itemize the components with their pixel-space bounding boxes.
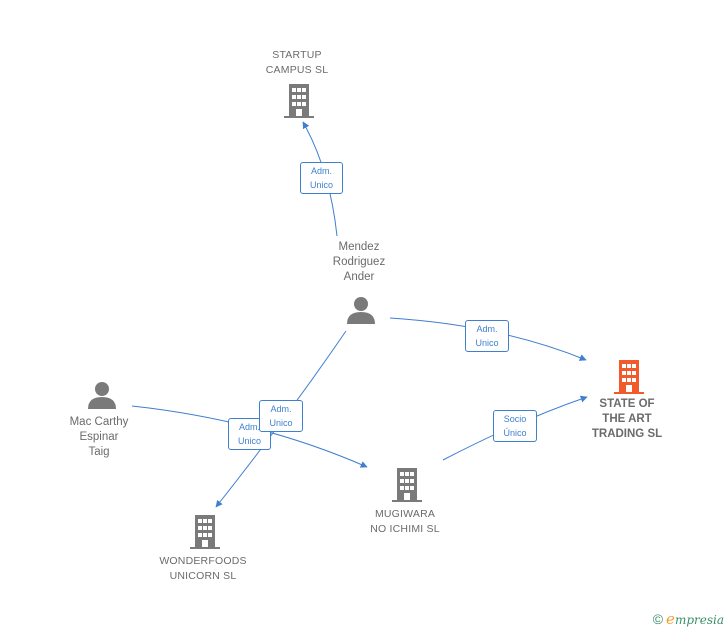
building-icon[interactable] [392, 468, 422, 502]
edge-label-adm-unico[interactable]: Adm. Unico [259, 400, 303, 432]
copyright-icon: © [652, 611, 664, 627]
node-label-wonderfoods[interactable]: WONDERFOODS UNICORN SL [159, 555, 247, 582]
building-icon[interactable] [190, 515, 220, 549]
edge-label-adm-unico[interactable]: Adm. Unico [465, 320, 509, 352]
brand-logo-text: mpresia [674, 613, 724, 627]
node-label-startup[interactable]: STARTUP CAMPUS SL [265, 49, 329, 76]
node-label-maccarthy[interactable]: Mac Carthy Espinar Taig [69, 416, 129, 458]
node-label-mendez[interactable]: Mendez Rodriguez Ander [332, 241, 386, 283]
edge-label-socio-unico[interactable]: Socio Único [493, 410, 537, 442]
node-label-mugiwara[interactable]: MUGIWARA NO ICHIMI SL [370, 508, 440, 535]
person-icon[interactable] [88, 382, 116, 409]
building-icon[interactable] [284, 84, 314, 118]
person-icon[interactable] [347, 297, 375, 324]
edge-label-adm-unico[interactable]: Adm. Unico [300, 162, 343, 194]
node-label-state[interactable]: STATE OF THE ART TRADING SL [591, 398, 663, 440]
brand-footer: ©empresia [653, 610, 724, 628]
building-icon-highlight[interactable] [614, 360, 644, 394]
brand-logo-letter: e [666, 610, 675, 628]
